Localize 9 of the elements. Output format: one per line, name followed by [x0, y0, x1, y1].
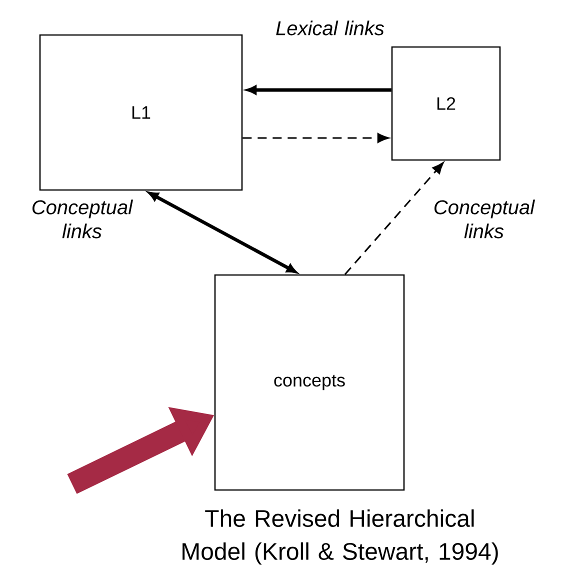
edge-label: Conceptual links [32, 200, 134, 238]
box: concepts [214, 274, 405, 491]
edge-label: Conceptual links [434, 200, 536, 238]
caption: The Revised Hierarchical Model (Kroll & Stewart, 1994) [182, 509, 498, 565]
arrow [242, 133, 389, 143]
edge-label: Lexical links [276, 20, 384, 36]
box: L1 [39, 34, 243, 191]
box: L2 [391, 46, 501, 161]
arrow [344, 162, 444, 275]
